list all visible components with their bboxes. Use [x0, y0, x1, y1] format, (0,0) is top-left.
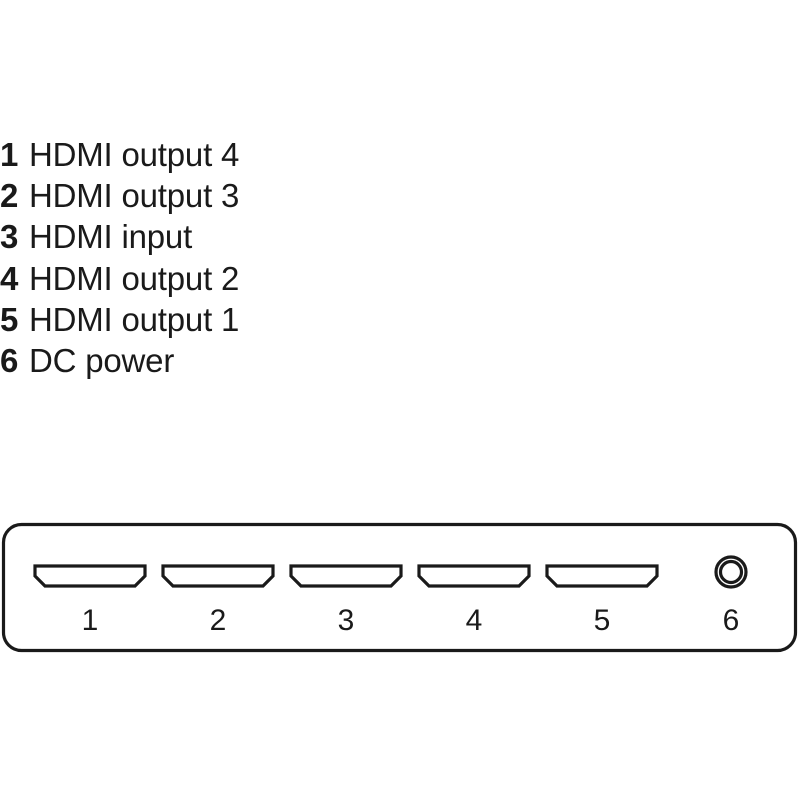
list-item: 2 HDMI output 3 [0, 179, 420, 220]
port-legend-list: 1 HDMI output 4 2 HDMI output 3 3 HDMI i… [0, 138, 420, 385]
list-item: 1 HDMI output 4 [0, 138, 420, 179]
dc-power-jack-6: 6 [714, 555, 748, 637]
hdmi-port-shape [417, 564, 531, 588]
port-number-label: 1 [82, 604, 99, 637]
hdmi-port-1: 1 [33, 564, 147, 637]
hdmi-port-5: 5 [545, 564, 659, 637]
device-chassis-outline [1, 522, 798, 653]
legend-number: 6 [0, 341, 18, 379]
legend-number: 5 [0, 300, 18, 338]
list-item: 3 HDMI input [0, 220, 420, 261]
port-number-label: 2 [210, 604, 227, 637]
legend-label: HDMI output 2 [29, 259, 240, 297]
port-number-label: 6 [723, 604, 740, 637]
port-number-label: 4 [466, 604, 483, 637]
legend-label: HDMI input [29, 218, 193, 256]
hdmi-port-shape [289, 564, 403, 588]
hdmi-port-4: 4 [417, 564, 531, 637]
legend-number: 2 [0, 177, 18, 215]
legend-number: 1 [0, 136, 18, 173]
hdmi-port-2: 2 [161, 564, 275, 637]
dc-jack-inner-ring [718, 559, 744, 585]
legend-label: HDMI output 3 [29, 177, 240, 215]
list-item: 6 DC power [0, 344, 420, 385]
dc-jack-outer-ring [714, 555, 748, 589]
legend-label: HDMI output 4 [29, 136, 240, 173]
hdmi-port-shape [161, 564, 275, 588]
legend-number: 3 [0, 218, 18, 256]
hdmi-port-3: 3 [289, 564, 403, 637]
port-number-label: 3 [338, 604, 355, 637]
device-rear-panel-diagram: 1 2 3 4 5 6 [0, 505, 800, 670]
legend-label: HDMI output 1 [29, 300, 240, 338]
legend-label: DC power [29, 341, 175, 379]
port-number-label: 5 [594, 604, 611, 637]
hdmi-port-shape [545, 564, 659, 588]
legend-number: 4 [0, 259, 18, 297]
hdmi-port-shape [33, 564, 147, 588]
list-item: 5 HDMI output 1 [0, 303, 420, 344]
list-item: 4 HDMI output 2 [0, 262, 420, 303]
